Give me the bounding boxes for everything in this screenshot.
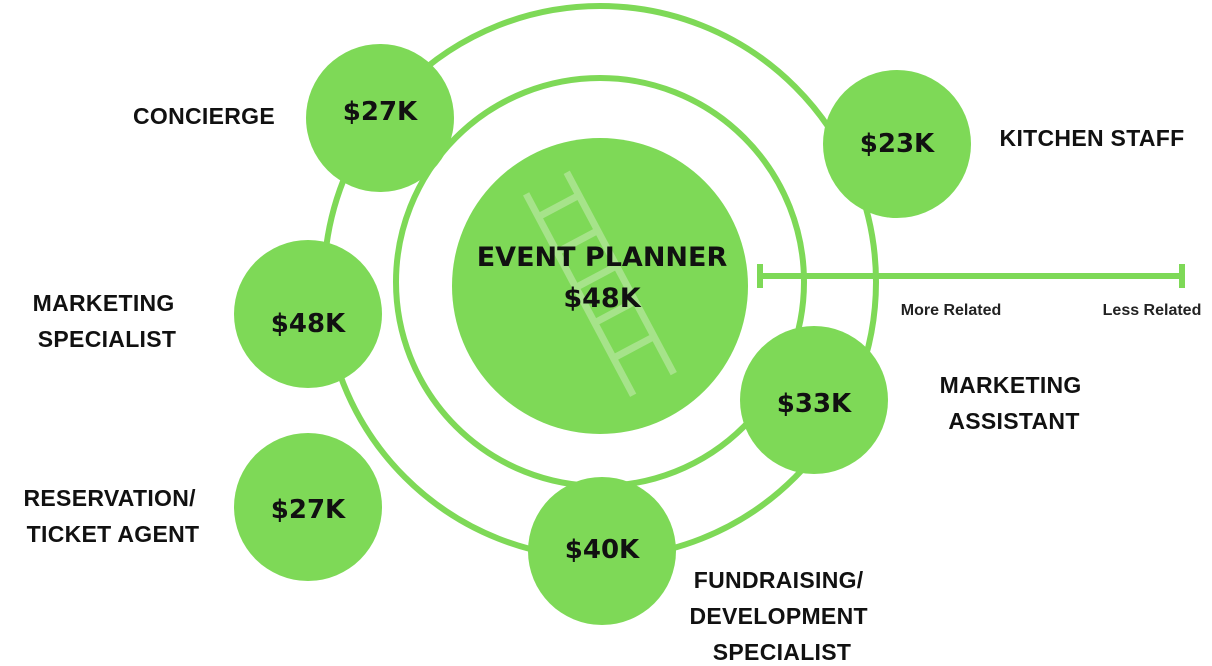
label-fundraising-development-specialist: FUNDRAISING/ DEVELOPMENT SPECIALIST xyxy=(689,567,874,665)
label-concierge: CONCIERGE xyxy=(133,103,275,129)
center-bubble xyxy=(452,138,748,434)
node-marketing-specialist: $48K MARKETING SPECIALIST xyxy=(33,240,382,388)
node-concierge: $27K CONCIERGE xyxy=(133,44,454,192)
label-line: MARKETING xyxy=(940,372,1082,398)
label-line: ASSISTANT xyxy=(948,408,1079,434)
relatedness-legend: More Related Less Related xyxy=(757,264,1202,319)
label-line: DEVELOPMENT xyxy=(689,603,867,629)
salary-kitchen-staff: $23K xyxy=(860,129,935,159)
legend-less-related: Less Related xyxy=(1103,302,1202,319)
node-fundraising-development-specialist: $40K FUNDRAISING/ DEVELOPMENT SPECIALIST xyxy=(528,477,874,665)
center-node-event-planner: EVENT PLANNER $48K xyxy=(452,138,748,434)
salary-reservation-ticket-agent: $27K xyxy=(271,495,346,525)
bubble-kitchen-staff xyxy=(823,70,971,218)
label-kitchen-staff: KITCHEN STAFF xyxy=(1000,125,1185,151)
salary-marketing-specialist: $48K xyxy=(271,309,346,339)
bubble-concierge xyxy=(306,44,454,192)
bubble-marketing-assistant xyxy=(740,326,888,474)
bubble-reservation-ticket-agent xyxy=(234,433,382,581)
bubble-fundraising-development-specialist xyxy=(528,477,676,625)
label-line: RESERVATION/ xyxy=(24,485,197,511)
center-title: EVENT PLANNER xyxy=(477,242,728,273)
center-salary: $48K xyxy=(563,283,641,314)
label-line: TICKET AGENT xyxy=(27,521,200,547)
salary-marketing-assistant: $33K xyxy=(777,389,852,419)
label-line: CONCIERGE xyxy=(133,103,275,129)
node-marketing-assistant: $33K MARKETING ASSISTANT xyxy=(740,326,1089,474)
label-line: SPECIALIST xyxy=(713,639,851,665)
label-line: FUNDRAISING/ xyxy=(694,567,864,593)
ladder-icon xyxy=(523,170,677,397)
label-line: KITCHEN STAFF xyxy=(1000,125,1185,151)
label-reservation-ticket-agent: RESERVATION/ TICKET AGENT xyxy=(24,485,203,547)
label-line: MARKETING xyxy=(33,290,175,316)
bubble-marketing-specialist xyxy=(234,240,382,388)
node-kitchen-staff: $23K KITCHEN STAFF xyxy=(823,70,1184,218)
label-line: SPECIALIST xyxy=(38,326,176,352)
node-reservation-ticket-agent: $27K RESERVATION/ TICKET AGENT xyxy=(24,433,382,581)
label-marketing-assistant: MARKETING ASSISTANT xyxy=(940,372,1089,434)
salary-fundraising-development-specialist: $40K xyxy=(565,535,640,565)
legend-more-related: More Related xyxy=(901,302,1001,319)
label-marketing-specialist: MARKETING SPECIALIST xyxy=(33,290,182,352)
salary-concierge: $27K xyxy=(343,97,418,127)
